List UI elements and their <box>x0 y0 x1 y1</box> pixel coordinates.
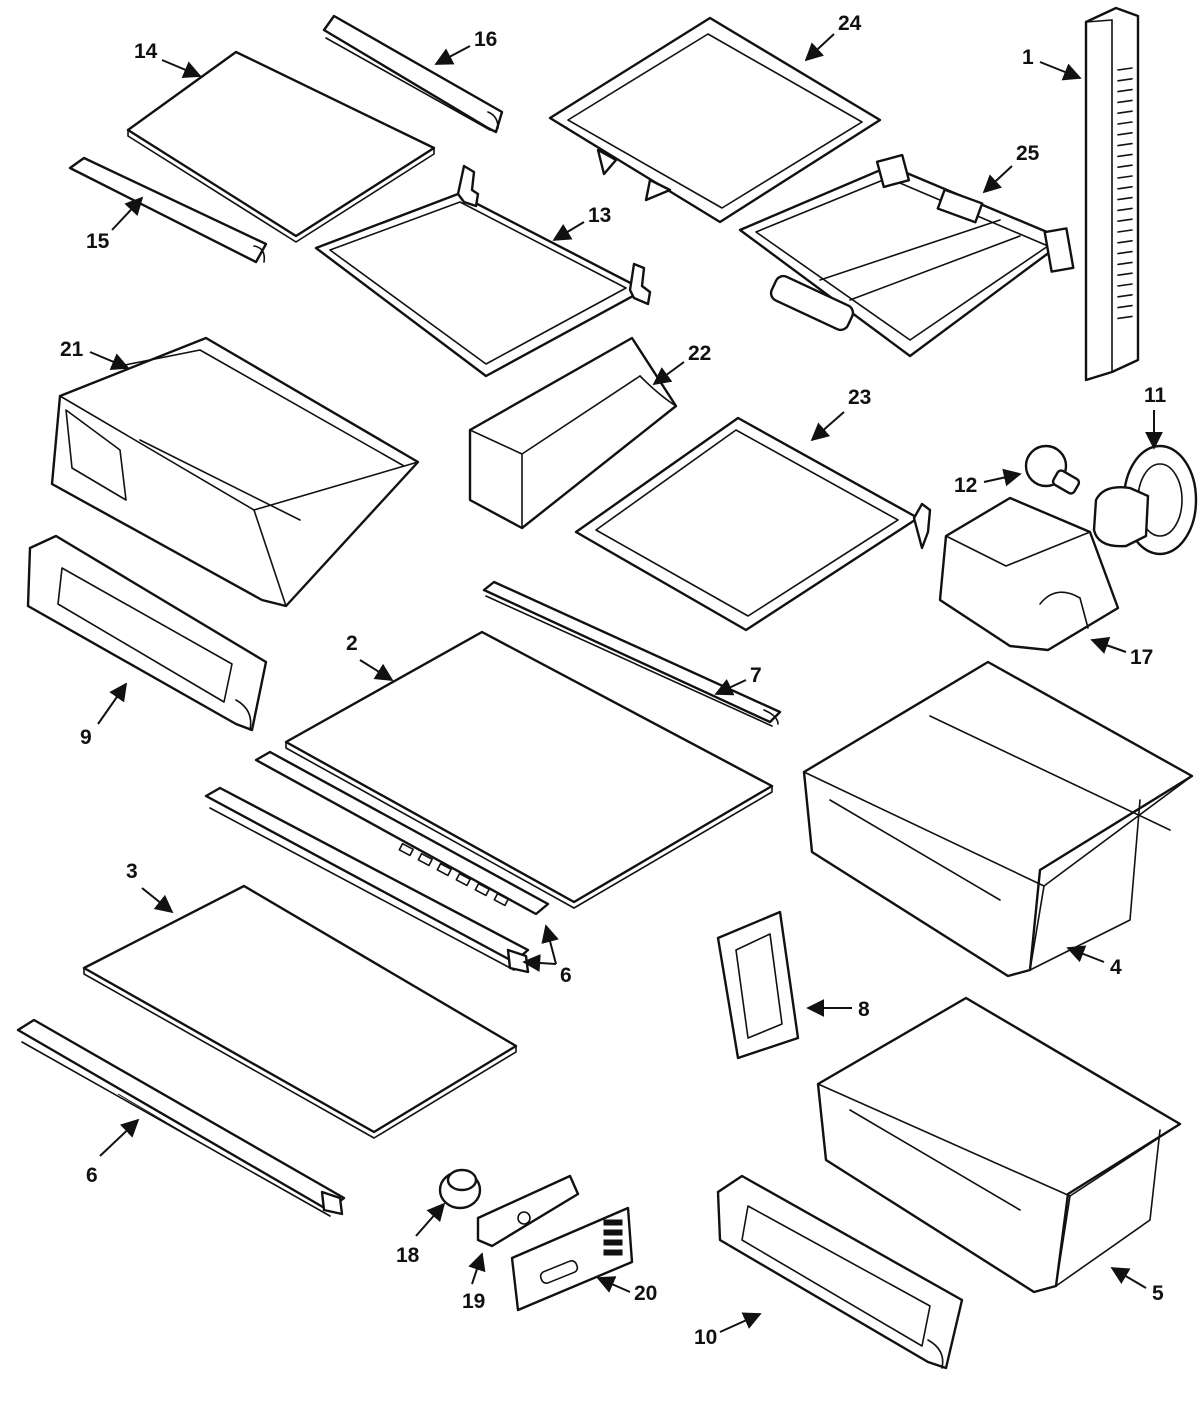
callout-6-upper: 6 <box>522 924 572 987</box>
part-6-shelf-front-trim-lower <box>16 1018 346 1217</box>
part-15-shelf-trim-front <box>68 156 268 264</box>
part-1-shelf-ladder-rail <box>1084 6 1140 382</box>
svg-text:6: 6 <box>86 1164 98 1187</box>
svg-text:19: 19 <box>462 1290 485 1313</box>
svg-text:7: 7 <box>750 664 762 687</box>
callout-6-lower: 6 <box>86 1118 140 1187</box>
callout-3: 3 <box>126 860 174 914</box>
callout-21: 21 <box>60 338 130 371</box>
svg-text:9: 9 <box>80 726 92 749</box>
part-19-control-bracket <box>476 1174 580 1248</box>
callout-14: 14 <box>134 40 202 79</box>
part-20-control-panel <box>510 1206 634 1312</box>
callout-22: 22 <box>652 342 711 386</box>
part-21-deli-drawer <box>50 336 420 608</box>
svg-text:22: 22 <box>688 342 711 365</box>
part-17-light-shield <box>938 496 1120 652</box>
svg-text:13: 13 <box>588 204 611 227</box>
svg-text:23: 23 <box>848 386 871 409</box>
callout-10: 10 <box>694 1312 762 1349</box>
callout-18: 18 <box>396 1202 446 1267</box>
svg-text:14: 14 <box>134 40 158 63</box>
callout-11: 11 <box>1144 384 1167 450</box>
callout-24: 24 <box>804 12 862 62</box>
svg-text:5: 5 <box>1152 1282 1164 1305</box>
svg-text:25: 25 <box>1016 142 1040 165</box>
part-2-glass-shelf <box>284 630 774 909</box>
svg-text:6: 6 <box>560 964 572 987</box>
svg-text:3: 3 <box>126 860 138 883</box>
part-18-plug <box>438 1168 482 1210</box>
callout-23: 23 <box>810 386 871 442</box>
svg-text:2: 2 <box>346 632 358 655</box>
part-5-crisper-drawer <box>816 996 1182 1294</box>
callout-4: 4 <box>1066 945 1122 979</box>
part-22-crisper-cover-support <box>468 336 678 530</box>
callout-16: 16 <box>434 28 497 65</box>
svg-text:4: 4 <box>1110 956 1122 979</box>
callout-17: 17 <box>1090 636 1153 669</box>
part-9-drawer-front <box>26 534 268 732</box>
callout-9: 9 <box>80 682 128 749</box>
part-23-crisper-shelf-frame <box>574 416 932 632</box>
svg-text:20: 20 <box>634 1282 657 1305</box>
svg-text:16: 16 <box>474 28 497 51</box>
part-16-shelf-trim <box>322 14 504 134</box>
callout-25: 25 <box>982 142 1040 194</box>
callout-2: 2 <box>346 632 394 681</box>
part-3-glass-shelf <box>82 884 518 1139</box>
svg-text:10: 10 <box>694 1326 717 1349</box>
part-13-shelf-frame <box>314 164 652 378</box>
svg-text:15: 15 <box>86 230 110 253</box>
svg-text:24: 24 <box>838 12 862 35</box>
svg-text:17: 17 <box>1130 646 1153 669</box>
svg-text:8: 8 <box>858 998 870 1021</box>
callout-8: 8 <box>806 998 870 1021</box>
part-7-shelf-rear-trim <box>482 580 782 727</box>
part-8-humidity-control <box>716 910 800 1060</box>
callout-5: 5 <box>1110 1267 1164 1305</box>
part-6-shelf-front-trim-upper <box>204 750 550 974</box>
callout-1: 1 <box>1022 46 1082 81</box>
callout-19: 19 <box>462 1252 486 1313</box>
svg-text:18: 18 <box>396 1244 420 1267</box>
part-4-crisper-drawer <box>802 660 1194 978</box>
svg-text:21: 21 <box>60 338 84 361</box>
svg-text:11: 11 <box>1144 384 1167 407</box>
svg-text:12: 12 <box>954 474 977 497</box>
callout-13: 13 <box>552 204 611 241</box>
svg-text:1: 1 <box>1022 46 1034 69</box>
part-25-slide-out-shelf-assembly <box>738 153 1075 358</box>
part-10-drawer-front <box>716 1174 964 1370</box>
part-11-light-socket <box>1092 444 1198 556</box>
callout-12: 12 <box>954 468 1022 497</box>
callout-15: 15 <box>86 196 144 253</box>
part-24-glass-shelf-with-frame <box>548 16 882 224</box>
part-12-light-bulb <box>1024 444 1081 495</box>
callout-7: 7 <box>714 664 762 696</box>
callout-20: 20 <box>596 1276 657 1305</box>
